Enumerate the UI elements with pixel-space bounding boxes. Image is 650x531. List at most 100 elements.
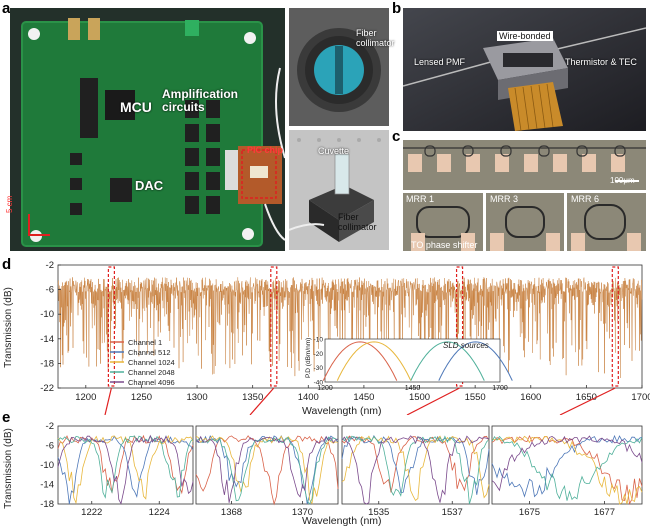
dac-label: DAC xyxy=(135,178,164,193)
highlight-box-1 xyxy=(107,266,115,387)
zoom-trace-4-1 xyxy=(491,434,643,505)
x-tick-label: 1550 xyxy=(465,392,486,403)
sld-curve-4 xyxy=(438,341,513,381)
mrr1-drawing xyxy=(403,193,483,251)
wire-bonded-label: Wire-bonded xyxy=(497,31,553,41)
highlight-box-2 xyxy=(270,266,278,387)
inset-x-tick-label: 1200 xyxy=(317,385,333,392)
cuvette-drawing xyxy=(289,130,389,250)
inset-x-tick-label: 1700 xyxy=(492,385,508,392)
zoom-subplot-3 xyxy=(341,425,490,505)
zoom-y-tick-label: -10 xyxy=(40,460,54,471)
inset-ylabel: P.D (dBm/nm) xyxy=(305,338,312,378)
chart-d-ylabel: Transmission (dB) xyxy=(2,287,14,368)
zoom-trace-4-3 xyxy=(491,435,643,505)
y-tick-label: -18 xyxy=(40,358,54,369)
highlight-box-4 xyxy=(611,266,619,387)
sld-curve-1 xyxy=(322,341,398,381)
legend-label-4: Channel 2048 xyxy=(128,368,175,377)
zoom-x-tick-label: 1368 xyxy=(221,507,242,518)
y-tick-label: -2 xyxy=(46,260,54,271)
zoom-trace-4-2 xyxy=(491,434,643,498)
y-tick-label: -22 xyxy=(40,383,54,394)
zoom-subplot-1 xyxy=(57,425,194,505)
sld-curve-2 xyxy=(336,341,412,381)
chart-e-xlabel: Wavelength (nm) xyxy=(302,515,382,527)
zoom-x-tick-label: 1370 xyxy=(292,507,313,518)
x-tick-label: 1200 xyxy=(75,392,96,403)
pic-chip-label: PIC chip xyxy=(247,145,284,155)
cuvette-photo xyxy=(289,130,389,250)
mrr1-micrograph xyxy=(403,193,483,251)
x-tick-label: 1350 xyxy=(242,392,263,403)
zoom-trace-1-3 xyxy=(57,434,194,505)
zoom-x-tick-label: 1675 xyxy=(519,507,540,518)
inset-x-tick-label: 1450 xyxy=(405,385,421,392)
pcb-scale-label: 5 cm xyxy=(5,195,14,213)
package-drawing xyxy=(403,8,646,131)
lensed-pmf-label: Lensed PMF xyxy=(414,57,466,67)
y-tick-label: -14 xyxy=(40,334,54,345)
inset-y-tick-label: -20 xyxy=(314,351,324,358)
pcb-photo xyxy=(10,8,285,251)
zoom-trace-2-2 xyxy=(195,435,339,505)
zoom-trace-3-1 xyxy=(341,435,490,493)
packaged-chip-photo xyxy=(403,8,646,131)
x-tick-label: 1500 xyxy=(409,392,430,403)
mrr-array-drawing xyxy=(403,140,646,190)
pcb-board-drawing xyxy=(10,8,285,251)
amplification-circuits-label: Amplification circuits xyxy=(162,87,239,114)
zoom-y-tick-label: -6 xyxy=(46,441,54,452)
zoom-trace-2-1 xyxy=(195,435,339,506)
mrr3-drawing xyxy=(486,193,564,251)
x-tick-label: 1600 xyxy=(520,392,541,403)
thermistor-tec-label: Thermistor & TEC xyxy=(565,57,637,67)
y-tick-label: -6 xyxy=(46,285,54,296)
zoom-trace-2-3 xyxy=(195,435,339,505)
zoom-arrow-2 xyxy=(249,387,275,415)
x-tick-label: 1700 xyxy=(631,392,650,403)
mrr-array-scalebar-label: 100μm xyxy=(610,176,635,185)
fiber-collimator-photo xyxy=(289,8,389,126)
zoom-trace-2-5 xyxy=(195,435,339,503)
collimator-drawing xyxy=(289,8,389,126)
panel-label-c: c xyxy=(392,128,401,145)
mrr6-micrograph xyxy=(567,193,646,251)
y-tick-label: -10 xyxy=(40,309,54,320)
zoom-y-tick-label: -14 xyxy=(40,480,54,491)
zoom-x-tick-label: 1537 xyxy=(442,507,463,518)
x-tick-label: 1450 xyxy=(353,392,374,403)
x-tick-label: 1250 xyxy=(131,392,152,403)
sld-curve-3 xyxy=(410,341,485,381)
inset-annotation: SLD sources xyxy=(443,341,489,350)
legend-label-5: Channel 4096 xyxy=(128,378,175,387)
zoom-trace-2-4 xyxy=(195,436,339,505)
zoom-trace-3-5 xyxy=(341,435,490,505)
mrr6-label: MRR 6 xyxy=(571,194,600,204)
zoom-trace-3-4 xyxy=(341,435,490,505)
zoom-trace-4-5 xyxy=(491,435,643,492)
panel-label-d: d xyxy=(2,256,12,273)
zoom-y-tick-label: -2 xyxy=(46,421,54,432)
transmission-trace xyxy=(57,277,643,379)
to-phase-shifter-label: TO phase shifter xyxy=(411,240,478,250)
highlight-box-3 xyxy=(455,266,464,387)
cuvette-label: Cuvette xyxy=(318,146,350,156)
panel-label-b: b xyxy=(392,0,402,17)
legend-label-3: Channel 1024 xyxy=(128,358,175,367)
x-tick-label: 1400 xyxy=(298,392,319,403)
mcu-label: MCU xyxy=(120,99,152,115)
inset-y-tick-label: -40 xyxy=(314,380,324,387)
zoom-arrow-1 xyxy=(104,387,112,415)
zoom-subplot-4 xyxy=(491,425,643,505)
mrr1-label: MRR 1 xyxy=(406,194,435,204)
zoom-arrow-4 xyxy=(559,387,616,415)
panel-label-e: e xyxy=(2,409,11,426)
inset-y-tick-label: -30 xyxy=(314,365,324,372)
zoom-x-tick-label: 1677 xyxy=(594,507,615,518)
zoom-y-tick-label: -18 xyxy=(40,499,54,510)
inset-y-tick-label: -10 xyxy=(314,337,324,344)
x-tick-label: 1300 xyxy=(186,392,207,403)
